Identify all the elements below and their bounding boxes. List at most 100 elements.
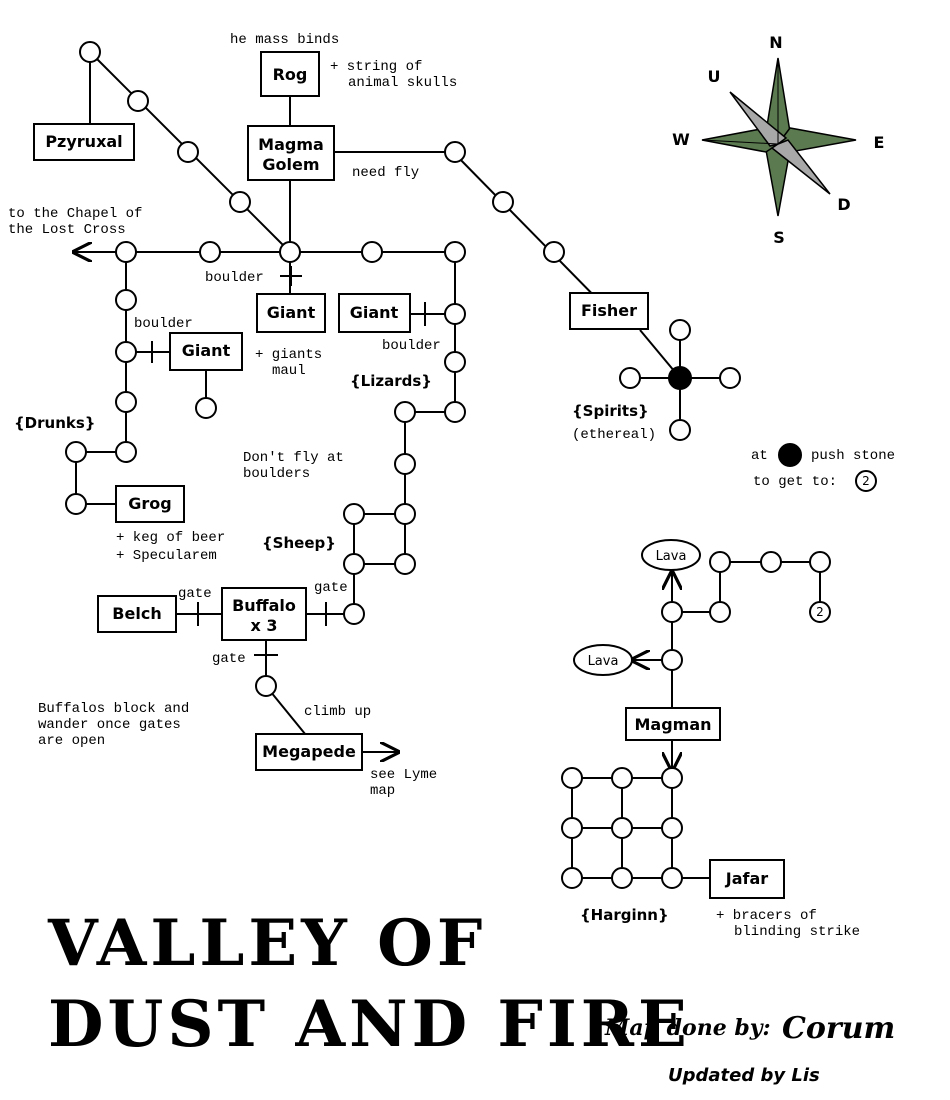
map-node	[611, 867, 633, 889]
svg-text:Lava: Lava	[588, 654, 619, 669]
svg-text:boulders: boulders	[243, 466, 310, 482]
svg-text:maul: maul	[272, 363, 306, 379]
svg-text:+ string of: + string of	[330, 59, 422, 75]
map-node	[543, 241, 565, 263]
svg-text:D: D	[837, 195, 850, 214]
monster-boxes: Rog Magma Golem Pzyruxal Giant Giant Gia…	[33, 51, 785, 899]
map-node	[255, 675, 277, 697]
svg-text:climb up: climb up	[304, 704, 371, 720]
map-node	[444, 241, 466, 263]
svg-text:Buffalos block and: Buffalos block and	[38, 701, 189, 717]
map-title: VALLEY OF DUST AND FIRE	[47, 906, 687, 1062]
title-line-1: VALLEY OF	[47, 906, 486, 981]
box-megapede: Megapede	[255, 733, 363, 771]
svg-text:gate: gate	[178, 586, 212, 602]
svg-text:he mass binds: he mass binds	[230, 32, 339, 48]
svg-text:boulder: boulder	[205, 270, 264, 286]
map-node	[611, 767, 633, 789]
svg-text:(ethereal): (ethereal)	[572, 427, 656, 443]
group-lizards: {Lizards}	[350, 372, 432, 390]
map-node	[444, 401, 466, 423]
map-node	[561, 767, 583, 789]
map-node	[709, 551, 731, 573]
map-node	[65, 441, 87, 463]
map-node	[661, 867, 683, 889]
svg-text:+ giants: + giants	[255, 347, 322, 363]
box-fisher: Fisher	[569, 292, 649, 330]
svg-text:N: N	[769, 33, 782, 52]
lava-oval-left: Lava	[573, 644, 633, 676]
map-node	[394, 401, 416, 423]
author-signature: Corum	[782, 1011, 895, 1046]
group-sheep: {Sheep}	[262, 534, 336, 552]
svg-text:blinding strike: blinding strike	[734, 924, 860, 940]
svg-text:map: map	[370, 783, 395, 799]
lava-oval-top: Lava	[641, 539, 701, 571]
svg-text:2: 2	[862, 474, 870, 488]
compass-labels: N S E W U D	[672, 33, 884, 247]
svg-text:Giant: Giant	[182, 341, 231, 360]
svg-text:gate: gate	[314, 580, 348, 596]
map-node	[229, 191, 251, 213]
map-node	[444, 351, 466, 373]
svg-text:gate: gate	[212, 651, 246, 667]
box-magma-golem: Magma Golem	[247, 125, 335, 181]
map-node	[661, 649, 683, 671]
svg-text:to get to:: to get to:	[753, 474, 837, 490]
map-notes: he mass binds + string of animal skulls …	[8, 32, 895, 940]
compass-rose	[701, 57, 857, 217]
push-stone-legend-icon	[778, 443, 802, 467]
map-node	[661, 601, 683, 623]
group-labels: {Lizards} {Drunks} {Spirits} {Sheep} {Ha…	[14, 372, 669, 924]
svg-text:push stone: push stone	[811, 448, 895, 464]
svg-text:see Lyme: see Lyme	[370, 767, 437, 783]
svg-text:E: E	[874, 133, 885, 152]
map-node	[719, 367, 741, 389]
svg-text:the Lost Cross: the Lost Cross	[8, 222, 126, 238]
path-nodes	[65, 41, 831, 889]
svg-text:+ bracers of: + bracers of	[716, 908, 817, 924]
map-node	[115, 391, 137, 413]
map-node	[195, 397, 217, 419]
map-node	[115, 441, 137, 463]
svg-text:Magman: Magman	[634, 715, 711, 734]
map-node	[444, 141, 466, 163]
svg-text:Buffalo: Buffalo	[232, 596, 296, 615]
map-node	[115, 289, 137, 311]
map-node	[709, 601, 731, 623]
svg-text:Megapede: Megapede	[262, 742, 356, 761]
map-node	[394, 503, 416, 525]
svg-text:Map done by:: Map done by:	[604, 1015, 771, 1041]
group-drunks: {Drunks}	[14, 414, 95, 432]
box-giant-right: Giant	[338, 293, 411, 333]
svg-text:Lava: Lava	[656, 549, 687, 564]
map-node	[669, 419, 691, 441]
map-node	[561, 817, 583, 839]
svg-text:Pzyruxal: Pzyruxal	[45, 132, 122, 151]
svg-text:+ keg of beer: + keg of beer	[116, 530, 225, 546]
group-harginn: {Harginn}	[580, 906, 669, 924]
svg-text:boulder: boulder	[382, 338, 441, 354]
map-node	[619, 367, 641, 389]
map-node	[444, 303, 466, 325]
svg-text:S: S	[773, 228, 785, 247]
map-node	[611, 817, 633, 839]
map-node	[561, 867, 583, 889]
map-node	[127, 90, 149, 112]
svg-text:Rog: Rog	[273, 65, 308, 84]
map-node	[492, 191, 514, 213]
box-rog: Rog	[260, 51, 320, 97]
svg-text:animal skulls: animal skulls	[348, 75, 457, 91]
map-node	[115, 341, 137, 363]
box-grog: Grog	[115, 485, 185, 523]
map-node	[394, 553, 416, 575]
svg-text:Belch: Belch	[112, 604, 161, 623]
teleport-node-2: 2	[809, 601, 831, 623]
map-node	[115, 241, 137, 263]
map-node	[394, 453, 416, 475]
svg-text:boulder: boulder	[134, 316, 193, 332]
box-jafar: Jafar	[709, 859, 785, 899]
map-node	[669, 319, 691, 341]
map-node	[343, 553, 365, 575]
map-node	[199, 241, 221, 263]
